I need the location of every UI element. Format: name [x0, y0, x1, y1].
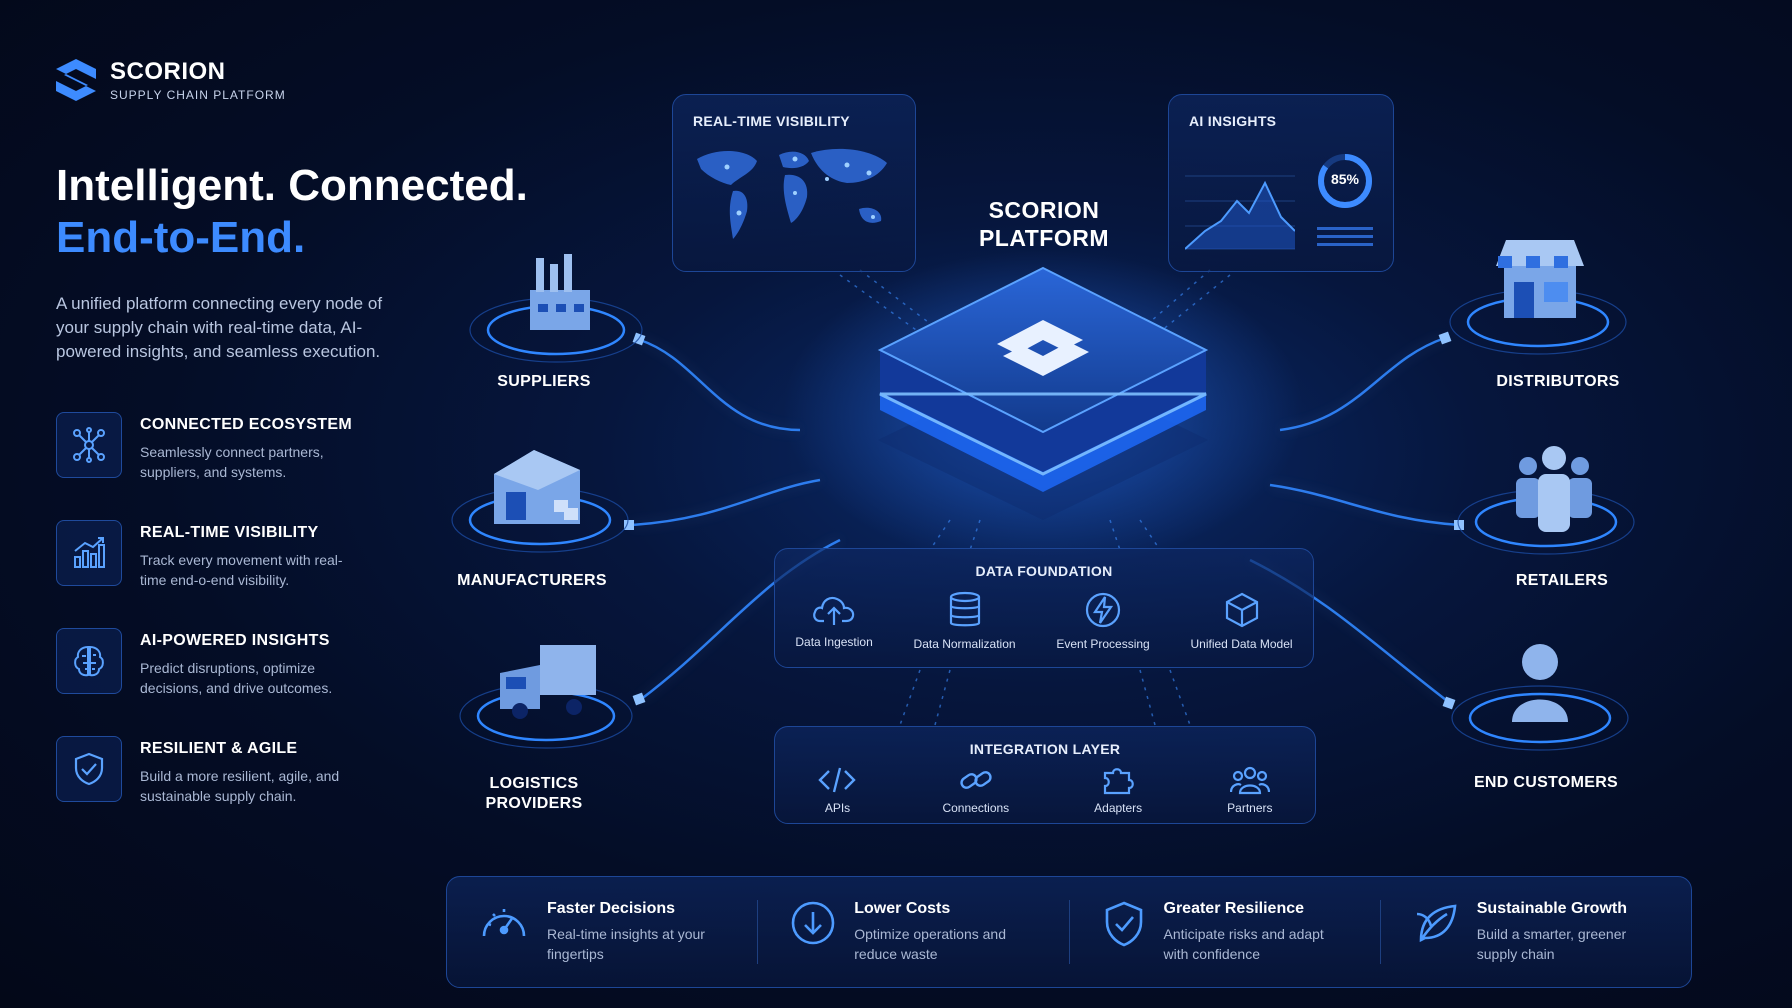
benefits-bar: Faster Decisions Real-time insights at y… [446, 876, 1692, 988]
person-icon [1512, 644, 1568, 722]
node-logistics-line2: PROVIDERS [485, 795, 583, 812]
ai-bar-line [1317, 235, 1373, 238]
node-retailers: RETAILERS [1515, 572, 1609, 589]
network-icon [56, 412, 122, 478]
node-logistics-line1: LOGISTICS [489, 775, 579, 792]
event-processing: Event Processing [1056, 591, 1150, 651]
apis-label: APIs [824, 801, 851, 815]
ai-bar-line [1317, 243, 1373, 246]
brand-name: SCORION [110, 58, 226, 85]
cloud-upload-icon [813, 596, 855, 625]
ai-bar-line [1317, 227, 1373, 230]
platform-title-line1: SCORION [988, 197, 1100, 223]
event-processing-label: Event Processing [1056, 637, 1150, 651]
world-map-icon [697, 148, 887, 239]
benefit-desc: Real-time insights at your fingertips [547, 926, 705, 962]
unified-data-model: Unified Data Model [1191, 591, 1293, 651]
intro-text: A unified platform connecting every node… [56, 294, 383, 361]
puzzle-icon [1104, 768, 1134, 795]
data-foundation-title: DATA FOUNDATION [975, 563, 1113, 579]
feature-desc: Seamlessly connect partners, suppliers, … [140, 444, 324, 480]
ai-insights-panel-title: AI INSIGHTS [1189, 113, 1277, 129]
feature-real-time-visibility: REAL-TIME VISIBILITY Track every movemen… [56, 520, 416, 590]
partners-label: Partners [1227, 801, 1273, 815]
connections: Connections [942, 765, 1009, 815]
platform-title: SCORION PLATFORM [964, 196, 1124, 252]
data-ingestion-label: Data Ingestion [795, 635, 873, 649]
brand: SCORION SUPPLY CHAIN PLATFORM [56, 58, 286, 102]
benefit-sustainable-growth: Sustainable Growth Build a smarter, gree… [1379, 900, 1691, 964]
link-icon [960, 771, 992, 789]
node-logistics-providers: LOGISTICS PROVIDERS [456, 774, 612, 814]
benefit-greater-resilience: Greater Resilience Anticipate risks and … [1068, 900, 1380, 964]
code-icon [818, 767, 857, 793]
data-normalization: Data Normalization [914, 591, 1016, 651]
feature-desc: Track every movement with real-time end-… [140, 552, 343, 588]
connections-label: Connections [942, 801, 1010, 815]
apis: APIs [817, 765, 857, 815]
brand-subtitle: SUPPLY CHAIN PLATFORM [110, 88, 286, 102]
feature-title: AI-POWERED INSIGHTS [140, 632, 330, 649]
bar-chart-icon [56, 520, 122, 586]
feature-title: RESILIENT & AGILE [140, 740, 298, 757]
benefit-faster-decisions: Faster Decisions Real-time insights at y… [447, 900, 757, 964]
benefit-lower-costs: Lower Costs Optimize operations and redu… [757, 900, 1068, 964]
unified-data-model-label: Unified Data Model [1190, 637, 1293, 651]
feature-desc: Build a more resilient, agile, and susta… [140, 768, 340, 804]
factory-icon [530, 254, 590, 330]
feature-resilient-agile: RESILIENT & AGILE Build a more resilient… [56, 736, 416, 806]
headline-line1: Intelligent. Connected. [56, 161, 528, 210]
benefit-desc: Anticipate risks and adapt with confiden… [1163, 926, 1324, 962]
feature-connected-ecosystem: CONNECTED ECOSYSTEM Seamlessly connect p… [56, 412, 416, 482]
integration-layer-panel: INTEGRATION LAYER APIs Connections Adapt… [774, 726, 1316, 824]
leaf-icon [1416, 904, 1457, 943]
benefit-desc: Build a smarter, greener supply chain [1476, 926, 1627, 962]
visibility-panel-title: REAL-TIME VISIBILITY [693, 113, 850, 129]
benefit-title: Faster Decisions [547, 900, 676, 917]
node-end-customers: END CUSTOMERS [1473, 774, 1619, 791]
cube-icon [1225, 592, 1258, 628]
warehouse-icon [494, 450, 580, 524]
integration-layer-title: INTEGRATION LAYER [969, 741, 1121, 757]
benefit-title: Greater Resilience [1163, 900, 1305, 917]
data-foundation-panel: DATA FOUNDATION Data Ingestion Data Norm… [774, 548, 1314, 668]
node-distributors: DISTRIBUTORS [1496, 373, 1620, 390]
shield-check-icon [56, 736, 122, 802]
adapters: Adapters [1094, 765, 1142, 815]
trend-chart-icon [1185, 175, 1295, 250]
node-manufacturers: MANUFACTURERS [457, 572, 607, 589]
data-normalization-label: Data Normalization [913, 637, 1016, 651]
data-ingestion: Data Ingestion [795, 591, 873, 651]
store-icon [1496, 240, 1584, 318]
platform-title-line2: PLATFORM [978, 225, 1110, 251]
feature-title: REAL-TIME VISIBILITY [140, 524, 319, 541]
ai-percent-label: 85% [1330, 171, 1360, 187]
progress-ring-icon [1318, 154, 1372, 208]
truck-icon [500, 645, 596, 719]
people-group-icon [1516, 446, 1592, 532]
benefit-title: Lower Costs [854, 900, 951, 917]
feature-ai-powered-insights: AI-POWERED INSIGHTS Predict disruptions,… [56, 628, 416, 698]
benefit-title: Sustainable Growth [1476, 900, 1627, 917]
headline-line2: End-to-End. [56, 213, 306, 262]
benefit-desc: Optimize operations and reduce waste [854, 926, 1007, 962]
ai-insights-panel: AI INSIGHTS 85% [1168, 94, 1394, 272]
headline: Intelligent. Connected. End-to-End. [56, 160, 528, 264]
database-icon [949, 591, 980, 627]
lightning-icon [1085, 592, 1121, 628]
feature-title: CONNECTED ECOSYSTEM [140, 416, 352, 433]
node-suppliers: SUPPLIERS [497, 373, 591, 390]
users-icon [1229, 766, 1270, 795]
speedometer-icon [482, 909, 526, 937]
visibility-panel: REAL-TIME VISIBILITY [672, 94, 916, 272]
brain-icon [56, 628, 122, 694]
feature-desc: Predict disruptions, optimize decisions,… [140, 660, 333, 696]
adapters-label: Adapters [1094, 801, 1143, 815]
partners: Partners [1227, 765, 1273, 815]
scorion-logo-icon [56, 59, 96, 101]
shield-check-icon [1105, 901, 1142, 947]
arrow-down-circle-icon [791, 901, 835, 945]
